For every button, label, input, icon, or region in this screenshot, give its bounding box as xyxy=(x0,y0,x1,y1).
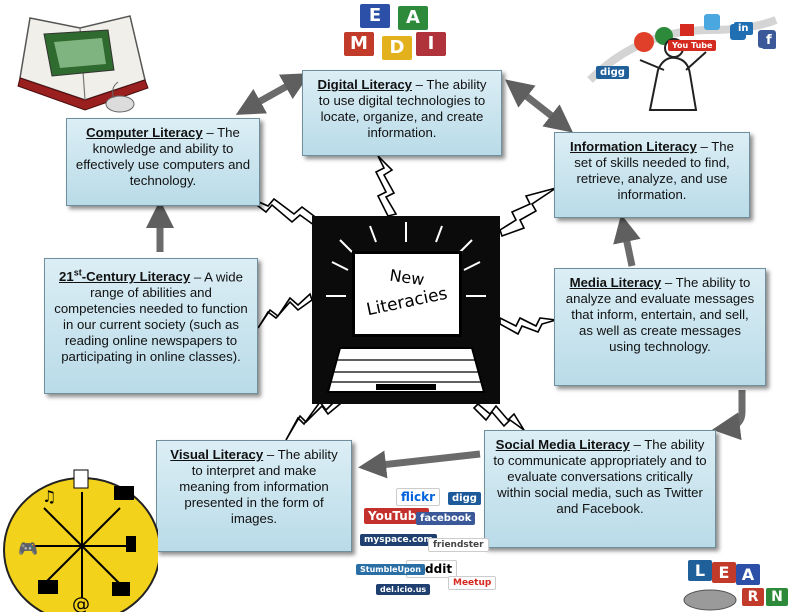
social-logo: YouTube xyxy=(364,508,429,524)
media-blocks: E A M D I xyxy=(338,2,448,68)
block-letter: A xyxy=(398,6,428,30)
century-literacy-text: – A wide range of abilities and competen… xyxy=(54,269,248,365)
at-sign-icon: @ xyxy=(72,594,90,612)
camera-icon xyxy=(112,582,130,596)
cloud-logo: digg xyxy=(596,66,629,79)
media-literacy-text: – The ability to analyze and evaluate me… xyxy=(565,275,755,354)
social-logo: Meetup xyxy=(448,576,497,590)
bolt-to-media xyxy=(499,316,557,336)
social-media-literacy-box: Social Media Literacy – The ability to c… xyxy=(484,430,716,548)
media-literacy-title: Media Literacy xyxy=(569,275,662,290)
bolt-to-social xyxy=(472,402,525,431)
block-letter: A xyxy=(736,564,760,585)
lightning-bolts xyxy=(244,155,557,441)
bolt-to-visual xyxy=(285,398,342,441)
book-computer-illustration xyxy=(17,15,149,113)
arrow-social-visual xyxy=(358,450,481,479)
bolt-to-century xyxy=(257,292,313,329)
social-logo: StumbleUpon xyxy=(356,564,425,575)
social-logo: friendster xyxy=(428,538,489,552)
learn-blocks: L E A R N xyxy=(680,560,790,612)
century-title-rest: -Century Literacy xyxy=(81,269,191,285)
social-logo: flickr xyxy=(396,488,441,506)
computer-literacy-text: – The knowledge and ability to effective… xyxy=(75,125,251,188)
block-letter: M xyxy=(344,32,374,56)
century-literacy-title: 21st-Century Literacy xyxy=(59,268,191,285)
cloud-logo: You Tube xyxy=(668,40,717,51)
social-logo: del.icio.us xyxy=(376,584,431,595)
information-literacy-title: Information Literacy xyxy=(570,139,697,154)
computer-literacy-title: Computer Literacy xyxy=(86,125,203,140)
block-letter: I xyxy=(416,32,446,56)
block-letter: E xyxy=(712,562,736,583)
phone-icon xyxy=(126,536,136,552)
gamepad-icon: 🎮 xyxy=(18,539,38,558)
information-literacy-box: Information Literacy – The set of skills… xyxy=(554,132,750,218)
bolt-to-information xyxy=(499,187,557,238)
block-letter: N xyxy=(766,588,788,606)
social-media-literacy-title: Social Media Literacy xyxy=(495,437,630,452)
arrow-digital-computer xyxy=(235,73,311,115)
social-media-literacy-text: – The ability to communicate appropriate… xyxy=(493,437,707,516)
computer-literacy-box: Computer Literacy – The knowledge and ab… xyxy=(66,118,260,206)
digital-literacy-text: – The ability to use digital technologie… xyxy=(318,77,487,140)
arrow-media-information xyxy=(613,214,641,267)
digital-literacy-title: Digital Literacy xyxy=(317,77,412,92)
block-letter: D xyxy=(382,36,412,60)
arrow-media-social xyxy=(712,390,746,441)
social-logo: facebook xyxy=(416,512,476,525)
century-title-suffix: st xyxy=(73,268,82,278)
flow-arrows xyxy=(146,73,746,479)
arrow-digital-information xyxy=(504,79,574,133)
cloud-logo: f xyxy=(762,32,776,49)
visual-literacy-title: Visual Literacy xyxy=(170,447,264,462)
media-icons-emblem: ♫ 🎮 @ xyxy=(3,469,158,612)
social-conductor-illustration xyxy=(587,14,778,111)
bolt-to-digital xyxy=(374,155,398,217)
computer-rays xyxy=(326,222,486,393)
information-literacy-text: – The set of skills needed to find, retr… xyxy=(574,139,734,202)
block-letter: L xyxy=(688,560,712,581)
document-icon xyxy=(73,469,89,489)
century-literacy-box: 21st-Century Literacy – A wide range of … xyxy=(44,258,258,394)
digital-literacy-box: Digital Literacy – The ability to use di… xyxy=(302,70,502,156)
social-logos-pile: flickr YouTube facebook digg myspace.com… xyxy=(356,484,497,610)
computer-screen: New Literacies xyxy=(352,251,462,337)
center-title-line2: Literacies xyxy=(364,283,450,321)
social-logo: myspace.com xyxy=(360,534,437,546)
block-letter: E xyxy=(360,4,390,28)
century-title-number: 21 xyxy=(59,269,74,285)
video-camera-icon xyxy=(38,580,58,594)
media-literacy-box: Media Literacy – The ability to analyze … xyxy=(554,268,766,386)
visual-literacy-box: Visual Literacy – The ability to interpr… xyxy=(156,440,352,552)
music-note-icon: ♫ xyxy=(42,487,56,506)
visual-literacy-text: – The ability to interpret and make mean… xyxy=(179,447,338,526)
laptop-icon xyxy=(114,486,134,500)
cloud-logo: in xyxy=(734,22,753,35)
social-logo: digg xyxy=(448,492,481,505)
block-letter: R xyxy=(742,588,764,606)
